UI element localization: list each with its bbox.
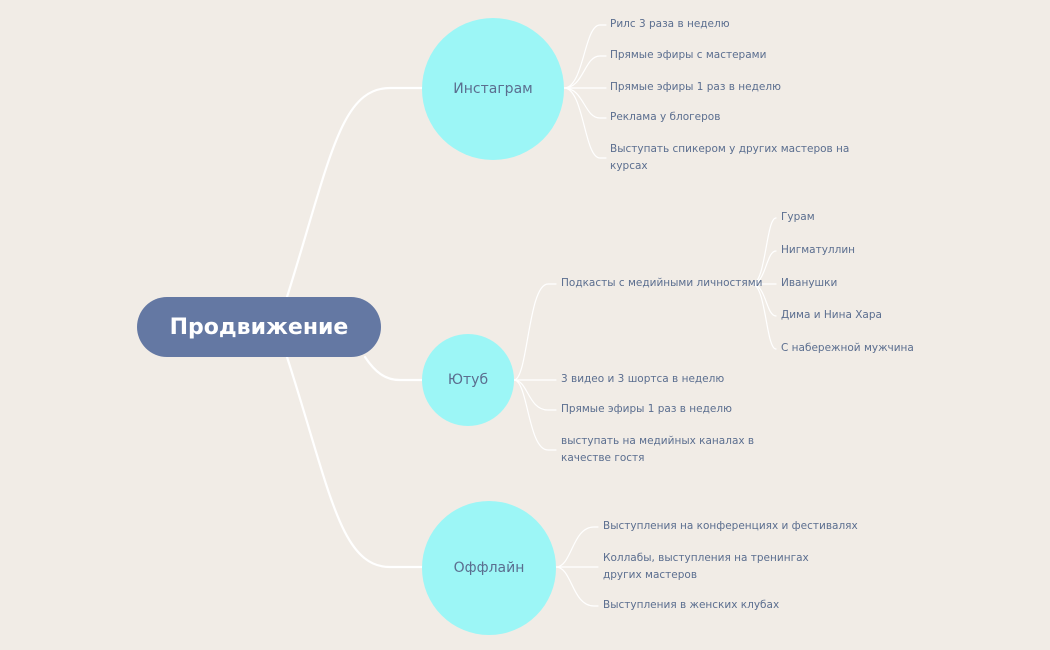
root-node[interactable]: Продвижение — [137, 297, 381, 357]
connector-guest-5 — [751, 283, 777, 350]
leaf-youtube-podcasts[interactable]: Подкасты с медийными личностями — [561, 277, 763, 289]
branch-offline-label: Оффлайн — [453, 560, 525, 576]
leaf-guest-nigmatullin[interactable]: Нигматуллин — [781, 244, 856, 256]
connector-off-3 — [555, 566, 599, 607]
leaf-offline-collabs[interactable]: Коллабы, выступления на тренингах других… — [603, 552, 809, 581]
leaf-offline-conferences[interactable]: Выступления на конференциях и фестивалях — [603, 520, 858, 532]
leaf-youtube-live[interactable]: Прямые эфиры 1 раз в неделю — [561, 403, 732, 415]
connector-insta-4 — [563, 87, 607, 119]
leaf-instagram-reels[interactable]: Рилс 3 раза в неделю — [610, 18, 730, 30]
connector-insta-1 — [563, 24, 607, 89]
leaf-offline-womens-clubs[interactable]: Выступления в женских клубах — [603, 599, 780, 611]
connector-root-instagram — [285, 86, 424, 299]
connector-insta-2 — [563, 55, 607, 89]
connector-yt-podcasts — [513, 283, 557, 381]
leaf-instagram-live-weekly[interactable]: Прямые эфиры 1 раз в неделю — [610, 81, 781, 93]
branch-instagram-label: Инстаграм — [453, 81, 533, 97]
root-label: Продвижение — [169, 314, 349, 340]
branch-offline[interactable]: Оффлайн — [422, 501, 556, 635]
leaf-youtube-guest[interactable]: выступать на медийных каналах в качестве… — [561, 435, 755, 464]
branch-instagram[interactable]: Инстаграм — [422, 18, 564, 160]
leaf-guest-naberezhnoy[interactable]: С набережной мужчина — [781, 342, 914, 354]
connector-root-youtube — [363, 355, 424, 382]
connector-off-1 — [555, 526, 599, 568]
leaf-youtube-videos[interactable]: 3 видео и 3 шортса в неделю — [561, 373, 725, 385]
branch-youtube-label: Ютуб — [447, 372, 489, 388]
leaf-guest-guram[interactable]: Гурам — [781, 211, 815, 223]
leaf-instagram-speaker[interactable]: Выступать спикером у других мастеров на … — [610, 143, 850, 172]
branch-youtube[interactable]: Ютуб — [422, 334, 514, 426]
connector-root-offline — [285, 355, 424, 569]
connector-insta-5 — [563, 87, 607, 159]
connector-guest-2 — [751, 250, 777, 285]
leaf-instagram-bloggers[interactable]: Реклама у блогеров — [610, 111, 721, 123]
connector-guest-1 — [751, 217, 777, 285]
leaf-guest-dima-nina[interactable]: Дима и Нина Хара — [781, 309, 882, 321]
connector-yt-3 — [513, 379, 557, 451]
leaf-instagram-live-masters[interactable]: Прямые эфиры с мастерами — [610, 49, 767, 61]
leaf-guest-ivanushki[interactable]: Иванушки — [781, 277, 838, 289]
connector-yt-2 — [513, 379, 557, 411]
